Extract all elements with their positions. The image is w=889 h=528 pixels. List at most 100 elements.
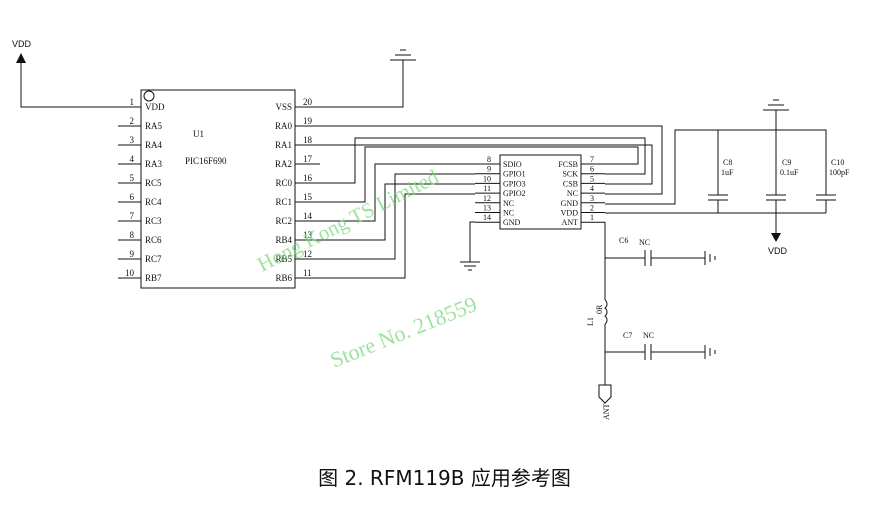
- c10-value: 100pF: [829, 168, 850, 177]
- u1-pin-name: RA1: [275, 140, 292, 150]
- u1-pin-number: 1: [130, 97, 135, 107]
- u1-pin-number: 17: [303, 154, 313, 164]
- c9-ref: C9: [782, 158, 791, 167]
- u1-pin-number: 13: [303, 230, 313, 240]
- l1-value: 0R: [595, 304, 604, 314]
- rfm-pin-number: 13: [483, 204, 491, 213]
- rfm-pin-name: GND: [503, 218, 521, 227]
- u1-pin-number: 12: [303, 249, 312, 259]
- rfm-pin-name: NC: [567, 189, 578, 198]
- signal-wires: [320, 125, 827, 300]
- c6-value: NC: [639, 238, 650, 247]
- u1-pin-number: 3: [130, 135, 135, 145]
- u1-pin-number: 19: [303, 116, 313, 126]
- u1-pin-name: RB6: [275, 273, 292, 283]
- u1-pin-name: RC7: [145, 254, 162, 264]
- rfm-pin-name: VDD: [561, 209, 579, 218]
- u1-pin-name: RC0: [275, 178, 292, 188]
- c7-ref: C7: [623, 331, 632, 340]
- rfm-pin-number: 10: [483, 174, 491, 183]
- rfm-pin-name: SCK: [562, 170, 578, 179]
- u1-pin-name: RB5: [275, 254, 292, 264]
- u1-pin-name: RA3: [145, 159, 163, 169]
- u1-pin-number: 9: [130, 249, 135, 259]
- c6-ref: C6: [619, 236, 628, 245]
- u1-part: PIC16F690: [185, 156, 227, 166]
- rfm-pin-number: 12: [483, 194, 491, 203]
- rfm-pin-number: 11: [483, 184, 491, 193]
- pin1-marker-icon: [143, 90, 155, 102]
- l1-ref: L1: [586, 317, 595, 326]
- u1-pin-name: RB4: [275, 235, 292, 245]
- u1-pin-name: RC1: [275, 197, 292, 207]
- u1-pin-name: RA0: [275, 121, 293, 131]
- u1-pin-number: 4: [130, 154, 135, 164]
- u1-body: [140, 89, 296, 289]
- u1-pin-name: RA4: [145, 140, 163, 150]
- rfm-pin-number: 14: [483, 213, 491, 222]
- ant-label: ANT: [602, 403, 611, 420]
- u1-pin-name: RA2: [275, 159, 292, 169]
- rfm-pin-number: 4: [590, 184, 594, 193]
- u1-pin-number: 7: [130, 211, 135, 221]
- u1-pin-name: RB7: [145, 273, 162, 283]
- rfm-pin-name: ANT: [562, 218, 579, 227]
- decoupling-caps: C8 1uF C9 0.1uF C10 100pF VDD: [708, 99, 850, 256]
- rfm-pin-name: NC: [503, 209, 514, 218]
- u1-pin-number: 14: [303, 211, 313, 221]
- u1-pin-number: 18: [303, 135, 313, 145]
- u1-pin-number: 6: [130, 192, 135, 202]
- u1-pin-name: RA5: [145, 121, 163, 131]
- rfm-pin-number: 5: [590, 174, 594, 183]
- u1-pin-number: 11: [303, 268, 312, 278]
- u1-pin-name: RC3: [145, 216, 162, 226]
- c9-value: 0.1uF: [780, 168, 799, 177]
- u1-pin-name: RC5: [145, 178, 162, 188]
- rfm-pin-number: 2: [590, 204, 594, 213]
- c8-ref: C8: [723, 158, 732, 167]
- c8-value: 1uF: [721, 168, 734, 177]
- rfm-pin-number: 1: [590, 213, 594, 222]
- vdd-power-symbol: VDD: [12, 39, 118, 108]
- u1-pin-number: 15: [303, 192, 313, 202]
- u1-pin-name: VSS: [275, 102, 292, 112]
- u1-pin-name: RC4: [145, 197, 162, 207]
- rfm-pin-number: 7: [590, 155, 594, 164]
- rfm-pin-name: CSB: [563, 179, 578, 188]
- vdd-cap-label: VDD: [768, 246, 788, 256]
- rfm-pin-number: 8: [487, 155, 491, 164]
- rfm-pin-number: 6: [590, 165, 594, 174]
- rfm-pin-name: NC: [503, 199, 514, 208]
